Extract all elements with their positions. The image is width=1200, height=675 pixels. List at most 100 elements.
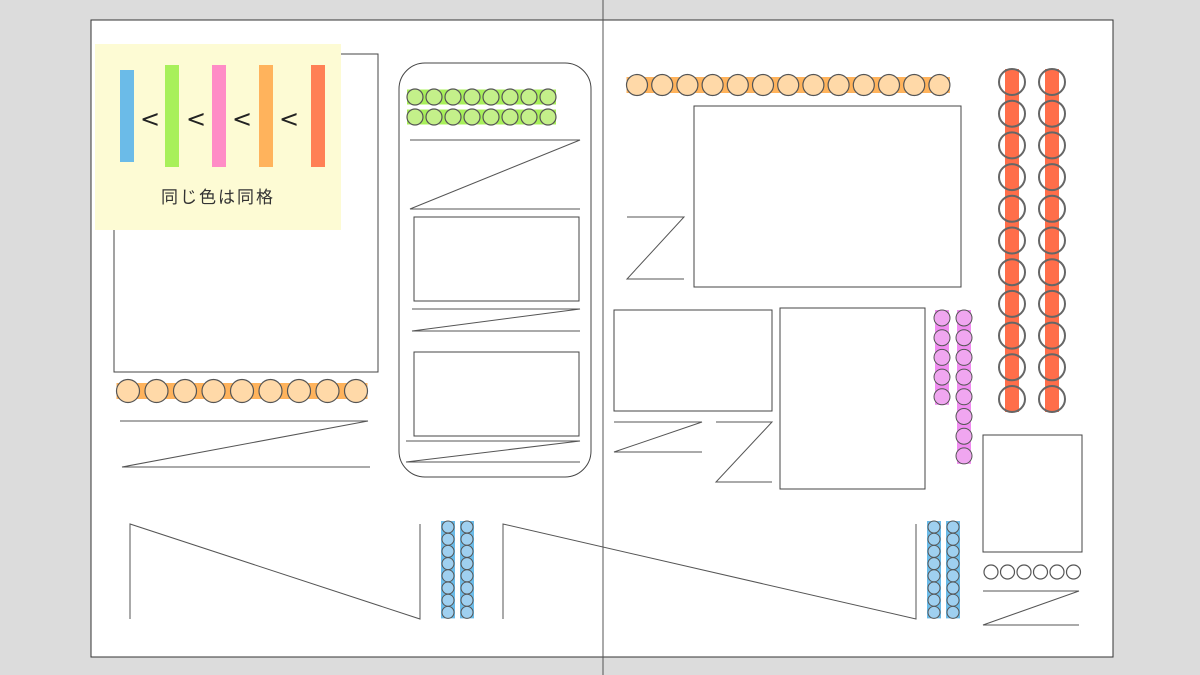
pink-column-a [933, 309, 951, 406]
plain-circle-row-circle [1032, 564, 1049, 580]
left-page-orange-row-circle [172, 378, 198, 404]
pink-column-a-circle [933, 329, 951, 347]
green-row-bottom-circle [406, 108, 424, 126]
blue-column-left-a-circle [441, 593, 455, 607]
pink-column-b-circle [955, 309, 973, 327]
red-column-a-circle [998, 321, 1026, 350]
green-row-top-circle [463, 88, 481, 106]
blue-column-left-a-circle [441, 520, 455, 534]
blue-column-left-a [441, 520, 455, 619]
left-page-orange-row-circle [315, 378, 340, 404]
pink-column-b-circle [955, 447, 973, 465]
red-column-a-circle [998, 194, 1026, 223]
pink-column-b-circle [955, 388, 973, 406]
legend: <<<< 同じ色は同格 [95, 44, 341, 230]
blue-column-left-b [460, 520, 474, 619]
right-page-orange-row-circle [928, 73, 951, 97]
blue-column-right-b-circle [946, 605, 960, 619]
blue-column-right-a-circle [927, 593, 941, 607]
blue-column-right-b-circle [946, 593, 960, 607]
blue-column-right-a-circle [927, 557, 941, 571]
blue-column-right-b-circle [946, 520, 960, 534]
blue-column-right-b [946, 520, 960, 619]
red-column-a-circle [998, 258, 1026, 287]
blue-column-right-a-circle [927, 544, 941, 558]
red-column-b-strip [1045, 69, 1059, 412]
right-page-orange-row-circle [751, 73, 775, 97]
legend-bar-rank-5 [311, 65, 325, 167]
blue-column-right-a-circle [927, 581, 941, 595]
rounded-column-frame [398, 62, 592, 478]
panel-right-small [982, 434, 1083, 553]
legend-comparator: < [232, 105, 252, 133]
red-column-b-circle [1038, 321, 1066, 350]
pink-column-a-circle [933, 348, 951, 366]
legend-comparator: < [279, 105, 299, 133]
pink-column-b-circle [955, 329, 973, 347]
blue-column-right-a [927, 520, 941, 619]
red-column-a-circle [998, 163, 1026, 192]
red-column-a-circle [998, 226, 1026, 255]
zigzag-spread [502, 523, 917, 620]
right-page-orange-row-circle [777, 73, 800, 97]
left-page-orange-row-circle [201, 378, 226, 404]
green-row-top-circle [520, 88, 538, 106]
pink-column-a-circle [933, 368, 951, 386]
red-column-b [1038, 68, 1066, 413]
legend-bar-rank-1 [120, 70, 134, 162]
panel-right-large [693, 105, 962, 288]
legend-bar-rank-4 [259, 65, 273, 167]
plain-circle-row-circle [999, 564, 1016, 580]
legend-comparator: < [186, 105, 206, 133]
blue-column-left-b-circle [460, 557, 474, 571]
blue-column-left-a-circle [441, 532, 455, 546]
right-page-orange-row-circle [827, 73, 850, 97]
plain-circle-row [983, 564, 1082, 580]
red-column-a [998, 68, 1026, 413]
green-row-top-circle [406, 88, 424, 106]
red-column-a-circle [998, 68, 1026, 96]
green-row-top-circle [482, 88, 500, 106]
right-page-orange-row-circle [852, 73, 875, 97]
red-column-b-circle [1038, 68, 1066, 96]
blue-column-right-a-circle [927, 532, 941, 546]
blue-column-right-a-circle [927, 569, 941, 583]
blue-column-left-a-circle [441, 557, 455, 571]
green-row-bottom-circle [501, 108, 519, 126]
red-column-a-strip [1005, 69, 1019, 412]
left-page-orange-row [115, 378, 369, 404]
pink-column-a-circle [933, 309, 951, 327]
blue-column-left-a-circle [441, 569, 455, 583]
pink-column-b [955, 309, 973, 465]
left-page-orange-row-circle [286, 378, 312, 404]
red-column-a-circle [998, 289, 1026, 318]
right-page-orange-row-circle [726, 73, 749, 97]
zigzag-column-bottom [405, 440, 581, 463]
right-page-orange-row [625, 73, 951, 97]
blue-column-left-a-circle [441, 544, 455, 558]
blue-column-right-b-circle [946, 532, 960, 546]
blue-column-left-b-circle [460, 520, 474, 534]
green-row-top [406, 88, 557, 106]
pink-column-b-circle [955, 368, 973, 386]
pink-column-b-circle [955, 427, 973, 445]
green-row-top-strip [407, 89, 556, 105]
green-row-bottom-circle [482, 108, 500, 126]
green-row-bottom-circle [539, 108, 557, 126]
pink-column-a-circle [933, 388, 951, 406]
red-column-b-circle [1038, 99, 1066, 128]
red-column-b-circle [1038, 163, 1066, 192]
left-page-orange-row-circle [258, 378, 283, 404]
red-column-b-circle [1038, 226, 1066, 255]
zigzag-column-top [409, 139, 581, 210]
zigzag-column-middle [411, 308, 581, 332]
red-column-a-circle [998, 99, 1026, 128]
red-column-b-circle [1038, 385, 1066, 413]
plain-circle-row-circle [983, 564, 999, 580]
panel-right-mid-left [613, 309, 773, 412]
left-page-orange-row-circle [229, 378, 255, 404]
red-column-b-circle [1038, 353, 1066, 382]
left-page-orange-row-circle [144, 378, 169, 404]
blue-column-right-b-circle [946, 557, 960, 571]
